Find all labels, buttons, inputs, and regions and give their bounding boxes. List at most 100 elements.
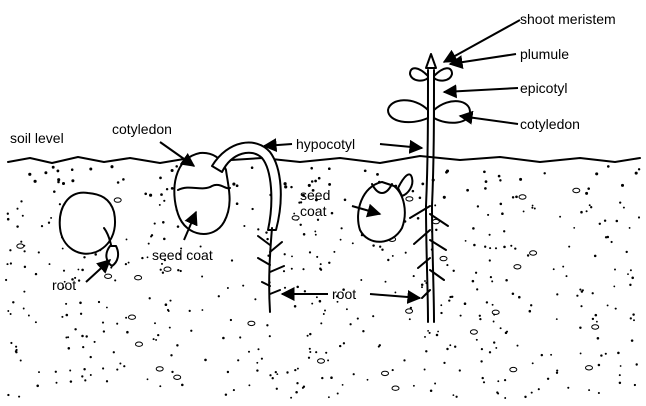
soil-speckle (236, 202, 239, 205)
soil-speckle (589, 204, 591, 206)
soil-speckle (149, 297, 151, 299)
soil-speckle (586, 210, 588, 212)
soil-speckle (515, 195, 518, 198)
soil-speckle (483, 170, 486, 173)
soil-speckle (372, 244, 374, 246)
soil-speckle (405, 252, 407, 254)
soil-speckle (67, 336, 69, 338)
soil-pebble (318, 359, 325, 363)
soil-speckle (34, 180, 37, 183)
soil-speckle (530, 304, 532, 306)
soil-speckle (529, 310, 532, 313)
soil-speckle (20, 200, 22, 202)
label-coat-right-line2: coat (300, 203, 327, 219)
soil-speckle (74, 328, 76, 330)
soil-speckle (299, 224, 301, 226)
soil-speckle (424, 280, 426, 282)
soil-speckle (160, 269, 162, 271)
soil-speckle (284, 182, 287, 185)
soil-speckle (387, 259, 389, 261)
soil-speckle (80, 313, 82, 315)
soil-speckle (148, 243, 150, 245)
soil-speckle (169, 300, 171, 302)
soil-speckle (633, 319, 635, 321)
soil-speckle (117, 181, 120, 184)
soil-speckle (531, 207, 533, 209)
soil-speckle (128, 262, 130, 264)
soil-speckle (472, 280, 475, 283)
soil-speckle (487, 214, 489, 216)
soil-speckle (89, 168, 92, 171)
soil-speckle (413, 275, 415, 277)
soil-speckle (257, 228, 259, 230)
soil-speckle (532, 362, 534, 364)
soil-speckle (360, 279, 362, 281)
soil-speckle (23, 291, 25, 293)
soil-speckle (413, 385, 415, 387)
soil-speckle (501, 212, 504, 215)
soil-speckle (605, 236, 607, 238)
soil-speckle (171, 187, 174, 190)
soil-speckle (154, 223, 156, 225)
soil-speckle (94, 341, 96, 343)
soil-speckle (171, 371, 173, 373)
soil-speckle (342, 384, 344, 386)
soil-speckle (339, 345, 341, 347)
soil-speckle (325, 352, 327, 354)
soil-speckle (585, 192, 588, 195)
soil-speckle (153, 338, 155, 340)
soil-speckle (237, 359, 239, 361)
soil-speckle (56, 169, 59, 172)
soil-speckle (125, 317, 127, 319)
soil-speckle (190, 330, 192, 332)
soil-speckle (106, 307, 108, 309)
soil-speckle (333, 251, 335, 253)
soil-speckle (559, 216, 561, 218)
soil-speckle (472, 227, 475, 230)
soil-speckle (452, 394, 454, 396)
soil-speckle (630, 269, 632, 271)
soil-speckle (491, 280, 493, 282)
soil-speckle (392, 369, 394, 371)
soil-speckle (421, 284, 424, 287)
soil-pebble (17, 244, 24, 248)
soil-pebble (136, 342, 143, 346)
soil-speckle (266, 324, 268, 326)
soil-speckle (500, 203, 503, 206)
soil-speckle (9, 249, 11, 251)
soil-speckle (177, 225, 180, 228)
soil-speckle (424, 369, 426, 371)
soil-speckle (409, 318, 411, 320)
soil-speckle (159, 204, 161, 206)
soil-speckle (38, 371, 40, 373)
soil-speckle (15, 351, 17, 353)
soil-speckle (434, 383, 436, 385)
soil-speckle (266, 238, 268, 240)
soil-speckle (635, 363, 637, 365)
soil-pebble (586, 366, 593, 370)
soil-speckle (611, 241, 613, 243)
soil-speckle (349, 323, 351, 325)
soil-speckle (126, 238, 128, 240)
soil-speckle (541, 354, 543, 356)
soil-speckle (372, 315, 374, 317)
soil-speckle (169, 327, 171, 329)
soil-speckle (364, 169, 367, 172)
soil-speckle (435, 229, 437, 231)
label-cotyledon-left: cotyledon (112, 121, 172, 137)
soil-speckle (505, 279, 507, 281)
soil-speckle (607, 304, 609, 306)
label-seed-right-line1: seed (300, 187, 330, 203)
label-soil-level: soil level (10, 130, 64, 146)
soil-speckle (634, 384, 636, 386)
soil-speckle (123, 365, 125, 367)
soil-speckle (476, 288, 478, 290)
soil-speckle (567, 387, 569, 389)
soil-speckle (504, 379, 506, 381)
soil-speckle (119, 362, 121, 364)
soil-speckle (464, 302, 467, 305)
soil-surface-line (8, 156, 640, 163)
label-root-center: root (332, 286, 356, 302)
soil-speckle (254, 298, 256, 300)
